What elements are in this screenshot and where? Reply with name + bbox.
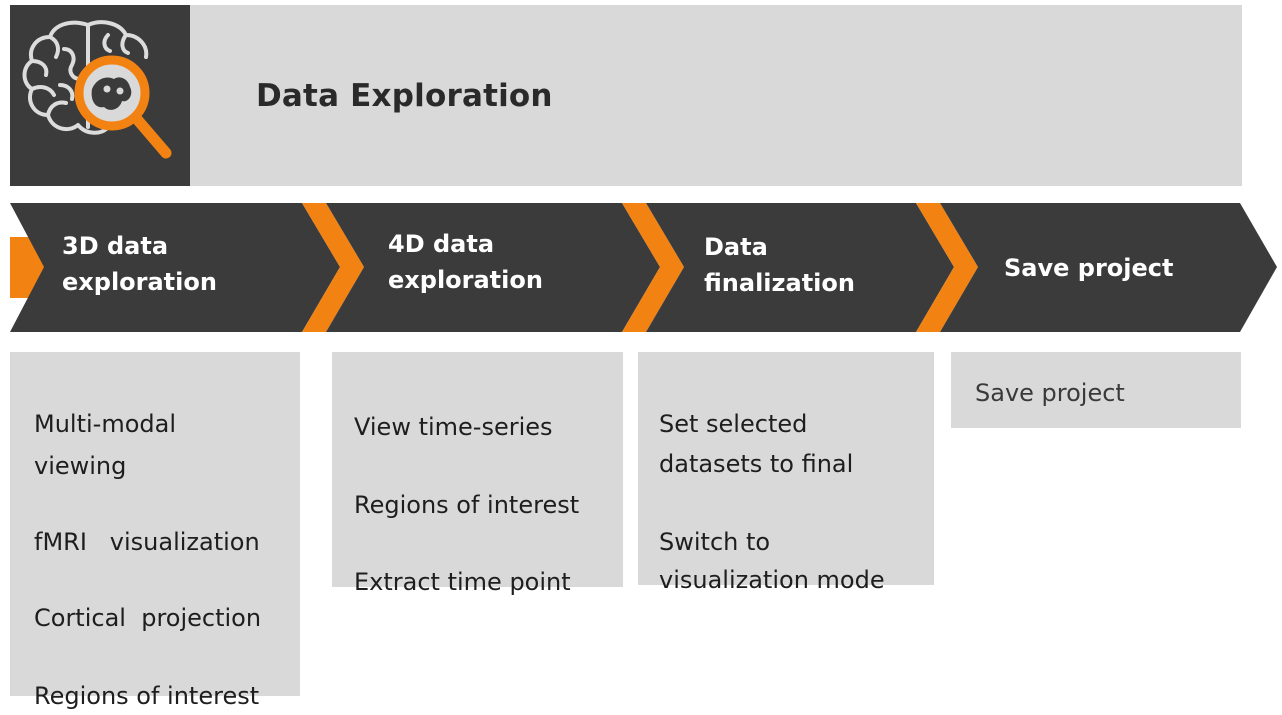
list-item[interactable]: datasets to final (659, 450, 854, 478)
header-icon-box (10, 5, 190, 186)
page-title: Data Exploration (256, 78, 553, 114)
list-item[interactable]: Switch to (659, 528, 771, 556)
list-item[interactable]: visualization mode (659, 566, 885, 594)
panel-save-project (951, 352, 1241, 428)
step-separator-1 (302, 203, 364, 332)
step-separator-3 (916, 203, 978, 332)
list-item[interactable]: Multi-modal (34, 410, 176, 438)
list-item[interactable]: View time-series (354, 413, 553, 441)
step-3-shape[interactable] (646, 203, 954, 332)
step-4-shape[interactable] (940, 203, 1277, 332)
list-item[interactable]: viewing (34, 452, 127, 480)
list-item[interactable]: fMRI visualization (34, 528, 260, 556)
step-separator-2 (622, 203, 684, 332)
step-4-label: Save project (1004, 254, 1174, 282)
panel-4d-exploration (332, 352, 623, 587)
step-1-label: 3D data exploration (62, 232, 217, 296)
step-2-label: 4D data exploration (388, 230, 543, 294)
step-2-shape[interactable] (326, 203, 660, 332)
process-steps-bar (10, 203, 1277, 332)
header-bar: Data Exploration (190, 5, 1242, 186)
list-item[interactable]: Extract time point (354, 568, 571, 596)
list-item[interactable]: Regions of interest (354, 491, 580, 519)
step-3-label: Data finalization (704, 233, 855, 297)
list-item[interactable]: Regions of interest (34, 682, 260, 710)
panel-data-finalization (638, 352, 934, 585)
start-marker (10, 237, 44, 298)
brain-magnifier-icon (22, 20, 172, 159)
panel-3d-exploration (10, 352, 300, 696)
list-item[interactable]: Set selected (659, 410, 808, 438)
list-item[interactable]: Cortical projection (34, 604, 262, 632)
step-1-shape[interactable] (10, 203, 340, 332)
list-item[interactable]: Save project (975, 379, 1125, 407)
